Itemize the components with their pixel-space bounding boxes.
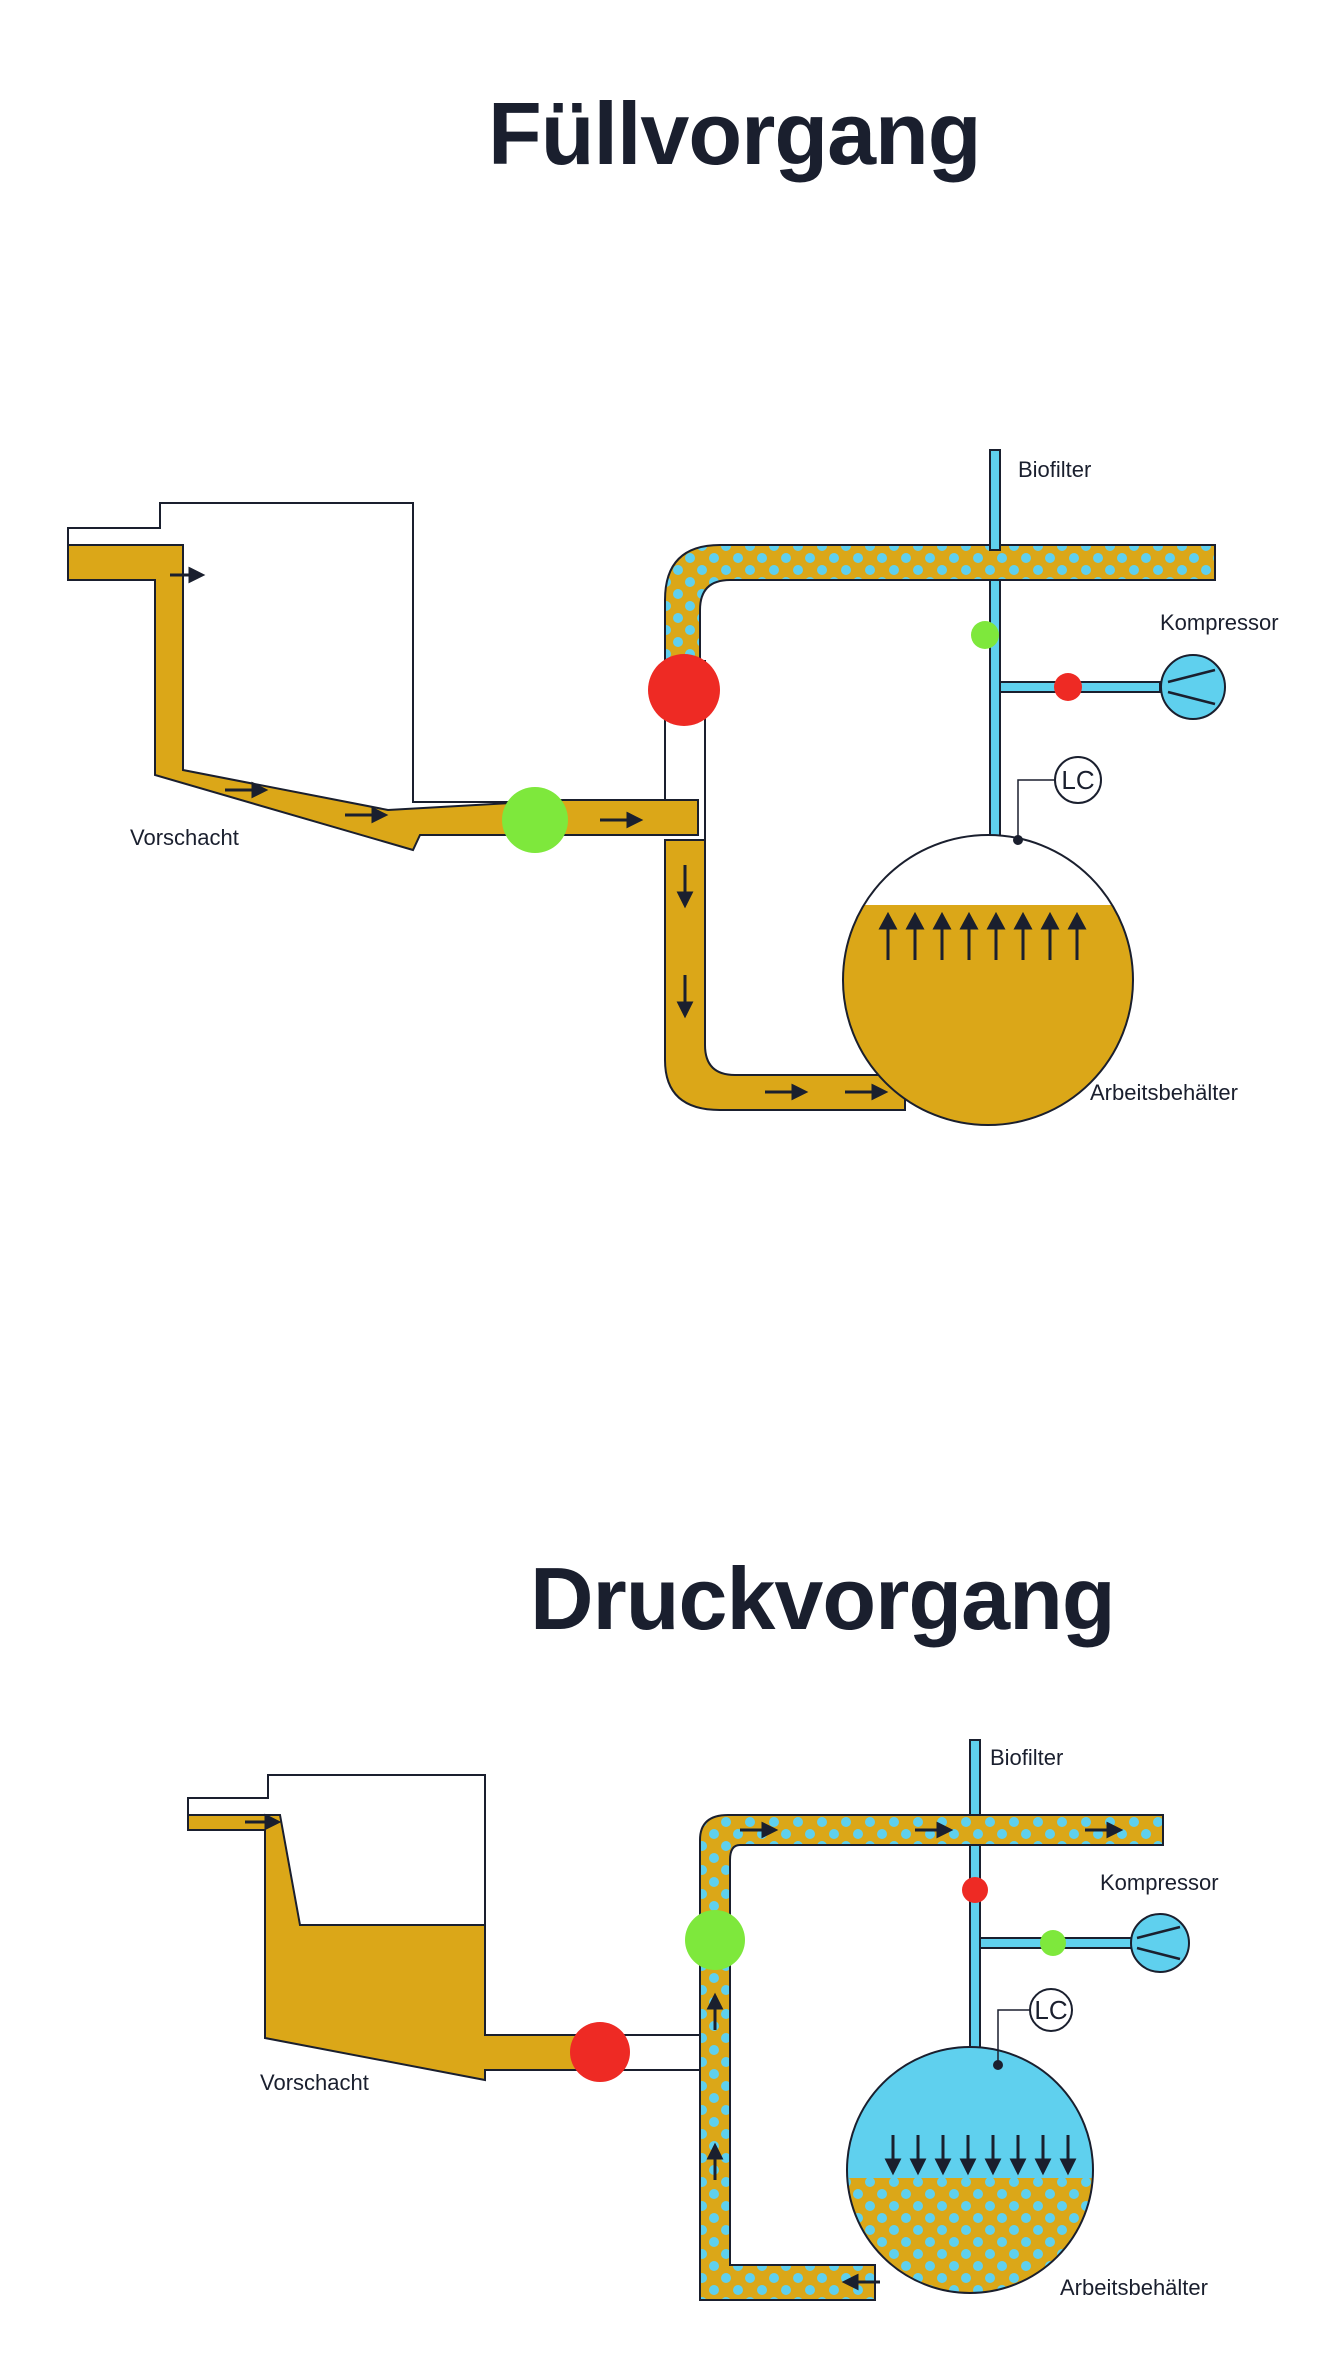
lc-label: LC bbox=[1034, 1995, 1067, 2025]
pressure-arrows bbox=[884, 2135, 1077, 2176]
vorschacht-label: Vorschacht bbox=[130, 825, 239, 850]
biofilter-vent bbox=[969, 1739, 981, 1816]
vorschacht-shaft bbox=[67, 502, 699, 852]
biofilter-valve-closed[interactable] bbox=[962, 1877, 988, 1903]
air-pipe-top bbox=[664, 544, 1216, 661]
pressure-valve-closed[interactable] bbox=[648, 654, 720, 726]
compressor-icon[interactable] bbox=[1160, 654, 1226, 720]
arbeitsbehaelter-tank bbox=[846, 2046, 1094, 2294]
flow-arrows bbox=[245, 1813, 1124, 2291]
biofilter-valve-open[interactable] bbox=[971, 621, 999, 649]
kompressor-label: Kompressor bbox=[1100, 1870, 1219, 1895]
arbeitsbehaelter-label: Arbeitsbehälter bbox=[1060, 2275, 1208, 2300]
arbeitsbehaelter-label: Arbeitsbehälter bbox=[1090, 1080, 1238, 1105]
vorschacht-liquid bbox=[187, 1814, 601, 2082]
lc-label: LC bbox=[1061, 765, 1094, 795]
arbeitsbehaelter-tank bbox=[842, 834, 1134, 1126]
rising-level-arrows bbox=[878, 911, 1087, 960]
air-mixture-pipe bbox=[699, 1814, 1164, 2301]
compressor-valve-closed[interactable] bbox=[1054, 673, 1082, 701]
level-controller-icon[interactable] bbox=[1029, 1988, 1073, 2032]
inlet-valve-open[interactable] bbox=[502, 787, 568, 853]
level-controller-icon[interactable] bbox=[1054, 756, 1102, 804]
diagram-2-title: Druckvorgang bbox=[530, 1549, 1116, 1648]
pressure-valve-open[interactable] bbox=[685, 1910, 745, 1970]
biofilter-label: Biofilter bbox=[1018, 457, 1091, 482]
vorschacht-label: Vorschacht bbox=[260, 2070, 369, 2095]
fill-process-diagram: Biofilter Kompressor Arbeitsbehälter LC bbox=[67, 449, 1279, 1126]
flow-arrows bbox=[170, 566, 889, 1101]
compressor-valve-open[interactable] bbox=[1040, 1930, 1066, 1956]
inlet-pipe bbox=[664, 839, 906, 1111]
inlet-valve-closed[interactable] bbox=[570, 2022, 630, 2082]
kompressor-label: Kompressor bbox=[1160, 610, 1279, 635]
biofilter-vent bbox=[989, 449, 1001, 846]
vorschacht-liquid-channel bbox=[67, 544, 699, 852]
biofilter-label: Biofilter bbox=[990, 1745, 1063, 1770]
compressor-icon[interactable] bbox=[1130, 1913, 1190, 1973]
diagram-1-title: Füllvorgang bbox=[488, 84, 982, 183]
pressure-process-diagram: Biofilter Kompressor Arbeitsbehälter LC bbox=[187, 1739, 1219, 2301]
